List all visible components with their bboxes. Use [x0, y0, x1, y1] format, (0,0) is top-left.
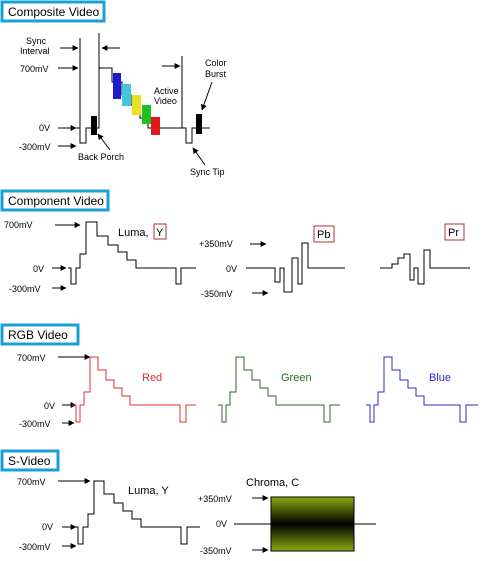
- svideo-luma-label: Luma, Y: [128, 485, 169, 497]
- color-burst-label-1: Color: [205, 58, 227, 68]
- component-neg350-label: -350mV: [201, 289, 233, 299]
- color-bar-red: [151, 117, 160, 135]
- rgb-title-box: [0, 323, 80, 346]
- component-700mv-label: 700mV: [4, 220, 33, 230]
- rgb-red-waveform: [72, 356, 196, 423]
- component-title-box: [0, 189, 110, 212]
- svideo-0v-b-label: 0V: [216, 519, 227, 529]
- pb-text: Pb: [317, 229, 330, 241]
- color-burst-label-2: Burst: [205, 69, 227, 79]
- svideo-chroma-label: Chroma, C: [246, 477, 299, 489]
- svideo-pos350-label: +350mV: [198, 494, 232, 504]
- sync-interval-label-1: Sync: [26, 36, 47, 46]
- active-video-label-2: Video: [154, 96, 177, 106]
- pr-box: [444, 223, 465, 241]
- composite-neg300mv-label: -300mV: [19, 142, 51, 152]
- component-0v-label: 0V: [33, 264, 44, 274]
- component-0v-b-label: 0V: [226, 264, 237, 274]
- svideo-title-box: [0, 449, 60, 472]
- component-section: Component Video 700mV 0V -300mV Luma, Y …: [0, 189, 470, 299]
- pb-box: [313, 225, 335, 243]
- component-pb-waveform: [246, 242, 345, 293]
- color-burst: [196, 114, 202, 134]
- rgb-neg300mv-label: -300mV: [19, 419, 51, 429]
- chroma-signal-block: [270, 496, 355, 552]
- svideo-section: S-Video 700mV 0V -300mV Luma, Y Chroma, …: [0, 449, 376, 556]
- rgb-blue-label: Blue: [429, 372, 451, 384]
- component-title: Component Video: [8, 194, 104, 208]
- color-bar-yellow: [132, 95, 141, 115]
- component-luma-label: Luma,: [118, 227, 149, 239]
- back-porch-burst: [91, 116, 97, 135]
- back-porch-label: Back Porch: [78, 152, 124, 162]
- composite-700mv-label: 700mV: [20, 64, 49, 74]
- sync-tip-arrow: [192, 147, 206, 166]
- svideo-neg300mv-label: -300mV: [19, 542, 51, 552]
- svideo-luma-waveform: [74, 480, 200, 545]
- rgb-section: RGB Video 700mV 0V -300mV Red Green Blue: [0, 323, 478, 429]
- component-pos350-label: +350mV: [199, 239, 233, 249]
- color-bar-cyan: [122, 84, 131, 106]
- rgb-title: RGB Video: [8, 328, 68, 342]
- rgb-700mv-label: 700mV: [17, 353, 46, 363]
- svideo-700mv-label: 700mV: [17, 477, 46, 487]
- luma-y-box: [153, 223, 167, 240]
- rgb-green-label: Green: [281, 372, 312, 384]
- color-burst-arrow: [200, 81, 213, 111]
- svideo-0v-label: 0V: [42, 522, 53, 532]
- sync-interval-label-2: Interval: [20, 46, 50, 56]
- composite-0v-label: 0V: [39, 123, 50, 133]
- sync-tip-label: Sync Tip: [190, 167, 225, 177]
- rgb-blue-waveform: [366, 356, 478, 423]
- component-neg300mv-label: -300mV: [9, 284, 41, 294]
- pr-text: Pr: [448, 227, 459, 239]
- color-bar-green: [142, 105, 151, 124]
- composite-section: Composite Video Sync Interval 700mV 0V -…: [0, 0, 227, 177]
- back-porch-arrow: [97, 133, 111, 151]
- luma-y-text: Y: [156, 227, 164, 239]
- active-video-label-1: Active: [154, 86, 179, 96]
- composite-title: Composite Video: [8, 5, 99, 19]
- color-bar-blue: [113, 73, 121, 99]
- svideo-neg350-label: -350mV: [200, 546, 232, 556]
- rgb-red-label: Red: [142, 372, 162, 384]
- svideo-title: S-Video: [8, 454, 51, 468]
- rgb-green-waveform: [218, 356, 340, 423]
- component-luma-waveform: [68, 221, 196, 285]
- composite-title-box: [0, 0, 106, 23]
- rgb-0v-label: 0V: [44, 401, 55, 411]
- component-pr-waveform: [380, 249, 470, 285]
